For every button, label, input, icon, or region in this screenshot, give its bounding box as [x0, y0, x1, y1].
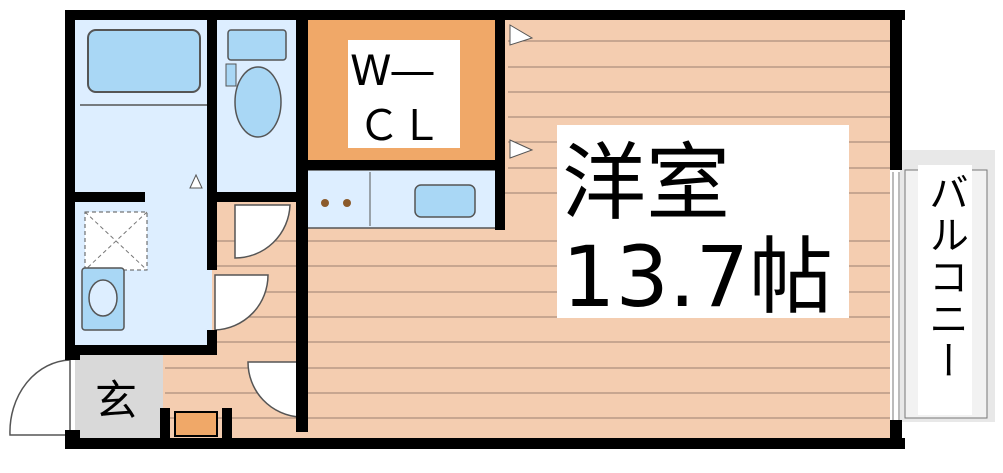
toilet-tank-icon — [227, 29, 287, 61]
stove-burner-icon — [343, 199, 351, 207]
stove-burner-icon — [321, 199, 329, 207]
balcony-label: バルコニー — [922, 172, 968, 382]
room-name: 洋室 — [562, 134, 730, 232]
closet-label-line1: W― — [350, 46, 434, 95]
sink-icon — [414, 184, 476, 218]
closet-label-bg — [348, 40, 460, 148]
door-swings — [9, 204, 301, 436]
balcony-label-bg — [918, 165, 972, 415]
room-size: 13.7帖 — [562, 228, 833, 326]
entrance-label: 玄 — [95, 376, 137, 425]
room-label-bg — [557, 125, 849, 318]
entrance-floor — [75, 355, 163, 438]
shoe-box — [174, 411, 218, 437]
toilet-bowl-icon — [234, 66, 282, 138]
closet-label-line2: ＣＬ — [358, 101, 442, 150]
walls — [65, 10, 905, 449]
bathtub-icon — [87, 29, 201, 93]
closet-door-icon — [509, 24, 534, 159]
